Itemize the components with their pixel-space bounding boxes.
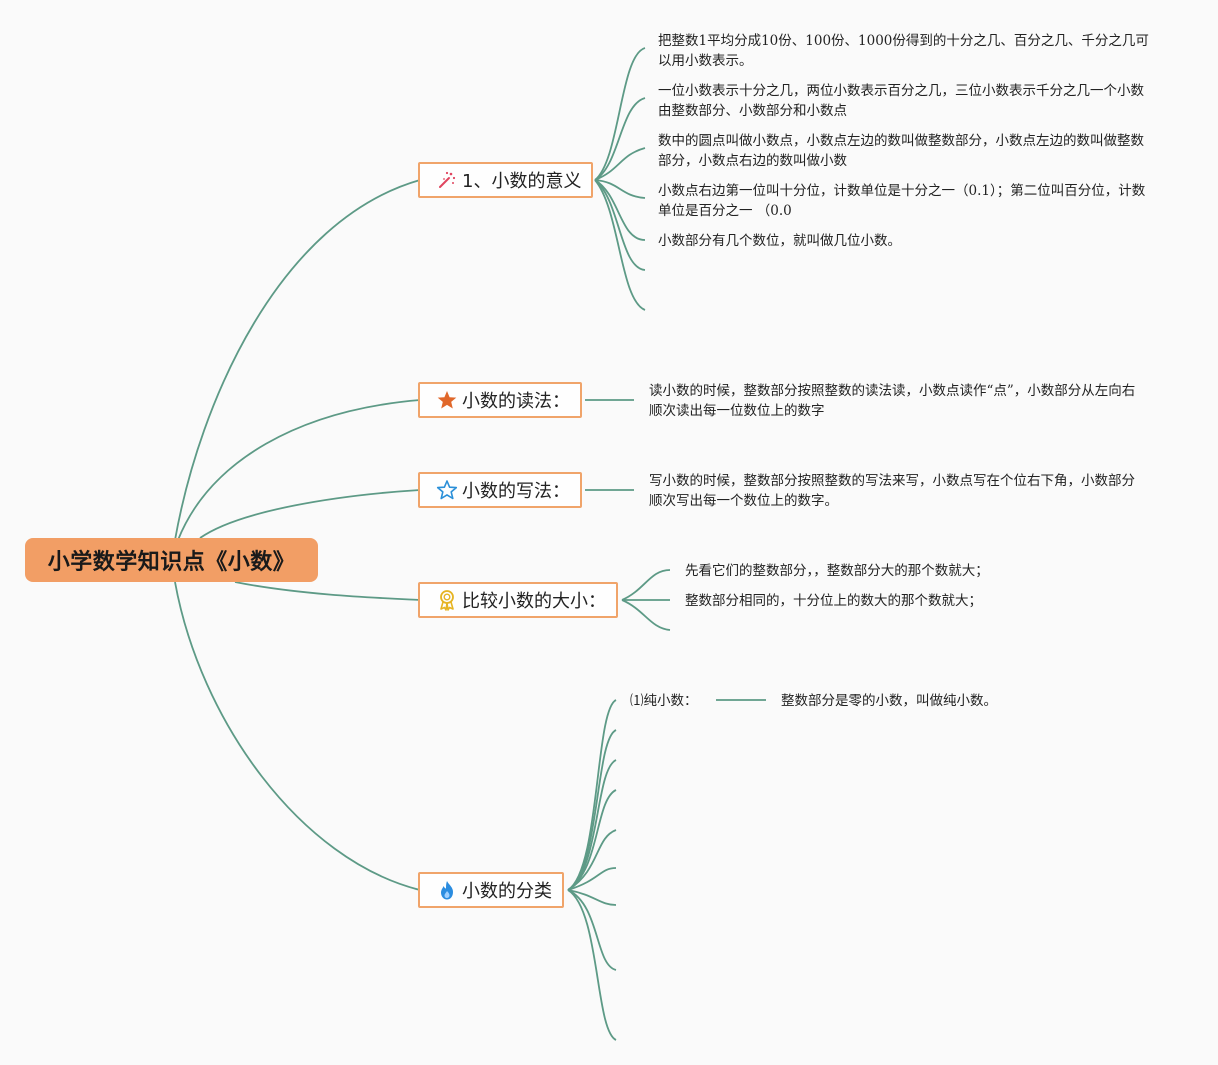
meaning-detail-2: 一位小数表示十分之几，两位小数表示百分之几，三位小数表示千分之几一个小数由整数部… (658, 83, 1144, 119)
topic-reading-label: 小数的读法： (462, 391, 570, 412)
reading-detail: 读小数的时候，整数部分按照整数的读法读，小数点读作“点”，小数部分从左向右顺次读… (649, 383, 1136, 419)
topic-classify[interactable]: 小数的分类 (418, 872, 564, 908)
meaning-detail-3: 数中的圆点叫做小数点，小数点左边的数叫做整数部分，小数点左边的数叫做整数部分，小… (658, 133, 1144, 169)
flame-icon (436, 879, 458, 901)
root-topic[interactable]: 小学数学知识点《小数》 (25, 538, 318, 582)
connector-root-writing (199, 489, 421, 539)
topic-classify-label: 小数的分类 (462, 881, 552, 902)
writing-detail: 写小数的时候，整数部分按照整数的写法来写，小数点写在个位右下角，小数部分顺次写出… (649, 473, 1135, 509)
connector-root-classify (174, 581, 421, 891)
topic-meaning[interactable]: 1、小数的意义 (418, 162, 594, 198)
meaning-detail-1: 把整数1平均分成10份、100份、1000份得到的十分之几、百分之几、千分之几可… (658, 33, 1149, 69)
compare-detail-2: 整数部分相同的，十分位上的数大的那个数就大； (685, 593, 982, 609)
topic-compare[interactable]: 比较小数的大小： (418, 582, 618, 618)
meaning-detail-5: 小数部分有几个数位，就叫做几位小数。 (658, 233, 901, 249)
root-title: 小学数学知识点《小数》 (47, 550, 296, 575)
award-ribbon-icon (436, 589, 458, 611)
classify-sub-label[interactable]: ⑴纯小数： (630, 693, 698, 709)
compare-detail-1: 先看它们的整数部分，，整数部分大的那个数就大； (685, 563, 989, 579)
connector-root-compare (234, 581, 421, 601)
star-outline-icon (436, 479, 458, 501)
topic-meaning-label: 1、小数的意义 (462, 171, 582, 192)
star-filled-icon (436, 389, 458, 411)
connector-root-reading (177, 399, 421, 541)
meaning-detail-4: 小数点右边第一位叫十分位，计数单位是十分之一（0.1）；第二位叫百分位，计数单位… (658, 183, 1146, 219)
classify-sub-detail: 整数部分是零的小数，叫做纯小数。 (781, 693, 997, 709)
topic-compare-label: 比较小数的大小： (462, 591, 606, 612)
topic-reading[interactable]: 小数的读法： (418, 382, 582, 418)
topic-writing-label: 小数的写法： (462, 481, 570, 502)
topic-writing[interactable]: 小数的写法： (418, 472, 582, 508)
connector-root-meaning (174, 179, 421, 541)
magic-wand-icon (436, 169, 458, 191)
